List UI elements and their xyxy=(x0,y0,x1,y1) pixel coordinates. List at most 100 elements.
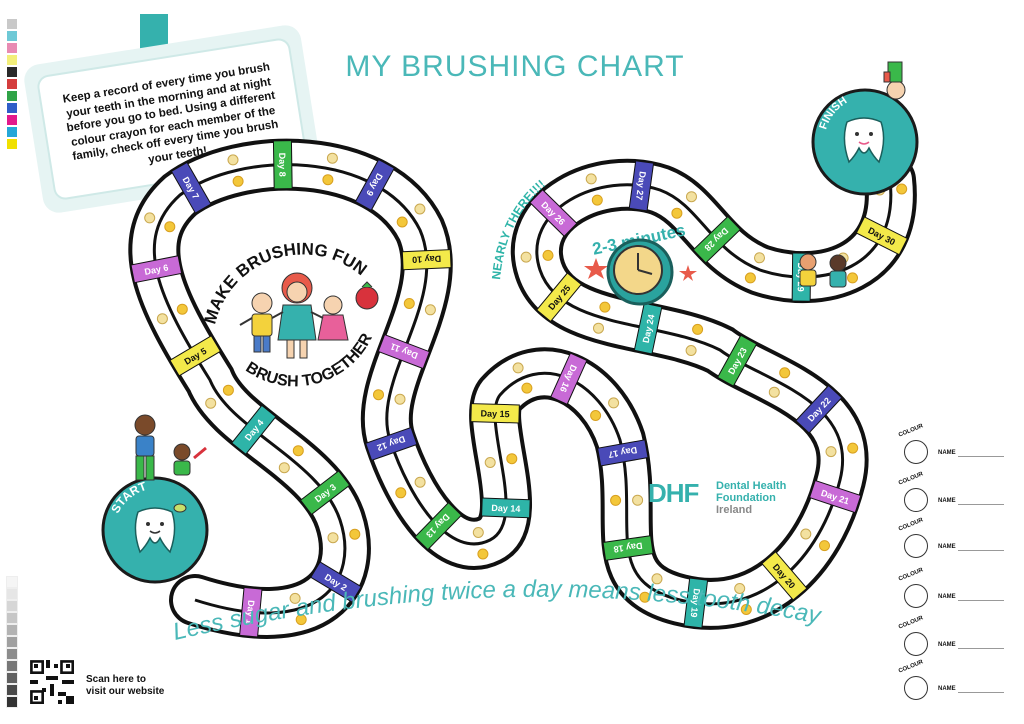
day-colour-block xyxy=(602,535,654,561)
gray-swatch xyxy=(6,612,18,624)
sun-icon xyxy=(403,298,415,309)
sun-icon xyxy=(896,183,908,195)
sun-icon xyxy=(692,323,704,335)
sun-icon xyxy=(295,614,307,626)
day-square[interactable]: Day 30 xyxy=(855,216,909,256)
day-square[interactable]: Day 11 xyxy=(377,333,431,370)
colour-circle[interactable] xyxy=(904,488,928,512)
colour-circle[interactable] xyxy=(904,534,928,558)
colour-swatch xyxy=(6,90,18,102)
day-colour-block xyxy=(628,160,655,212)
day-colour-block xyxy=(470,403,520,424)
day-colour-block xyxy=(130,255,183,284)
day-colour-block xyxy=(170,161,212,214)
gray-swatch xyxy=(6,624,18,636)
sun-icon xyxy=(819,540,830,552)
moon-icon xyxy=(278,462,290,474)
gray-swatch xyxy=(6,660,18,672)
day-square[interactable]: Day 2 xyxy=(310,561,362,603)
gray-swatch xyxy=(6,684,18,696)
day-square[interactable]: Day 18 xyxy=(602,535,654,561)
sun-icon xyxy=(847,442,859,454)
day-colour-block xyxy=(310,561,362,603)
day-square[interactable]: Day 16 xyxy=(550,352,588,405)
day-square[interactable]: Day 5 xyxy=(169,335,222,377)
scan-caption: Scan here to visit our website xyxy=(86,674,196,698)
day-colour-block xyxy=(239,586,263,638)
day-square[interactable]: Day 1 xyxy=(239,586,263,638)
sun-icon xyxy=(542,249,554,261)
colour-circle[interactable] xyxy=(904,440,928,464)
sun-icon xyxy=(740,604,752,615)
day-label: Day 8 xyxy=(277,153,287,177)
moon-icon xyxy=(800,528,812,540)
sun-icon xyxy=(164,221,176,233)
moon-icon xyxy=(593,322,604,334)
day-square[interactable]: Day 7 xyxy=(170,161,212,214)
moon-icon xyxy=(424,304,436,316)
day-square[interactable]: Day 12 xyxy=(365,426,418,461)
sun-icon xyxy=(396,216,408,228)
day-square[interactable]: Day 21 xyxy=(808,479,862,514)
logo-line-2: Foundation xyxy=(716,492,776,504)
day-square[interactable]: Day 24 xyxy=(633,302,663,355)
sun-icon xyxy=(292,445,304,457)
name-write-line[interactable] xyxy=(958,550,1004,551)
moon-icon xyxy=(394,393,406,405)
day-square[interactable]: Day 9 xyxy=(354,158,396,211)
moon-icon xyxy=(632,494,644,506)
scan-line-1: Scan here to xyxy=(86,674,147,685)
moon-icon xyxy=(144,212,156,224)
gray-swatch xyxy=(6,636,18,648)
colour-circle[interactable] xyxy=(904,632,928,656)
name-write-line[interactable] xyxy=(958,692,1004,693)
day-label: Day 27 xyxy=(634,171,648,201)
colour-swatch xyxy=(6,126,18,138)
name-write-line[interactable] xyxy=(958,456,1004,457)
day-square[interactable]: Day 17 xyxy=(597,439,649,467)
colour-circle[interactable] xyxy=(904,676,928,700)
sun-icon xyxy=(477,548,489,560)
day-square[interactable]: Day 3 xyxy=(299,470,351,516)
gray-swatch xyxy=(6,576,18,588)
day-square[interactable]: Day 27 xyxy=(628,160,655,212)
day-square[interactable]: Day 6 xyxy=(130,255,183,284)
tooth-icon xyxy=(134,507,176,554)
day-label: Day 6 xyxy=(144,262,170,276)
qr-code[interactable] xyxy=(30,660,74,704)
colour-swatch xyxy=(6,42,18,54)
day-colour-block xyxy=(716,334,758,387)
colour-swatches xyxy=(6,18,18,150)
sun-icon xyxy=(599,301,611,313)
sun-icon xyxy=(610,494,622,506)
finish-badge: FINISH xyxy=(811,61,919,196)
day-colour-block xyxy=(550,352,588,405)
day-label: Day 19 xyxy=(689,588,702,618)
day-square[interactable]: Day 10 xyxy=(401,249,452,271)
day-square[interactable]: Day 8 xyxy=(272,140,293,190)
gray-swatch xyxy=(6,600,18,612)
colour-circle[interactable] xyxy=(904,584,928,608)
day-square[interactable]: Day 15 xyxy=(470,403,520,424)
finish-kids-illustration xyxy=(799,253,847,288)
day-square[interactable]: Day 23 xyxy=(716,334,758,387)
sun-icon xyxy=(176,303,188,315)
moon-icon xyxy=(651,573,663,585)
moon-icon xyxy=(414,476,426,488)
day-square[interactable]: Day 22 xyxy=(795,384,843,434)
gray-swatch xyxy=(6,672,18,684)
sun-icon xyxy=(222,384,234,396)
day-square[interactable]: Day 4 xyxy=(231,404,277,455)
day-square[interactable]: Day 19 xyxy=(683,577,709,629)
name-label: NAME xyxy=(938,450,956,456)
day-square[interactable]: Day 14 xyxy=(481,497,531,519)
day-colour-block xyxy=(299,470,351,516)
moon-icon xyxy=(326,152,338,164)
name-write-line[interactable] xyxy=(958,648,1004,649)
name-write-line[interactable] xyxy=(958,504,1004,505)
day-colour-block xyxy=(401,249,452,271)
name-write-line[interactable] xyxy=(958,600,1004,601)
